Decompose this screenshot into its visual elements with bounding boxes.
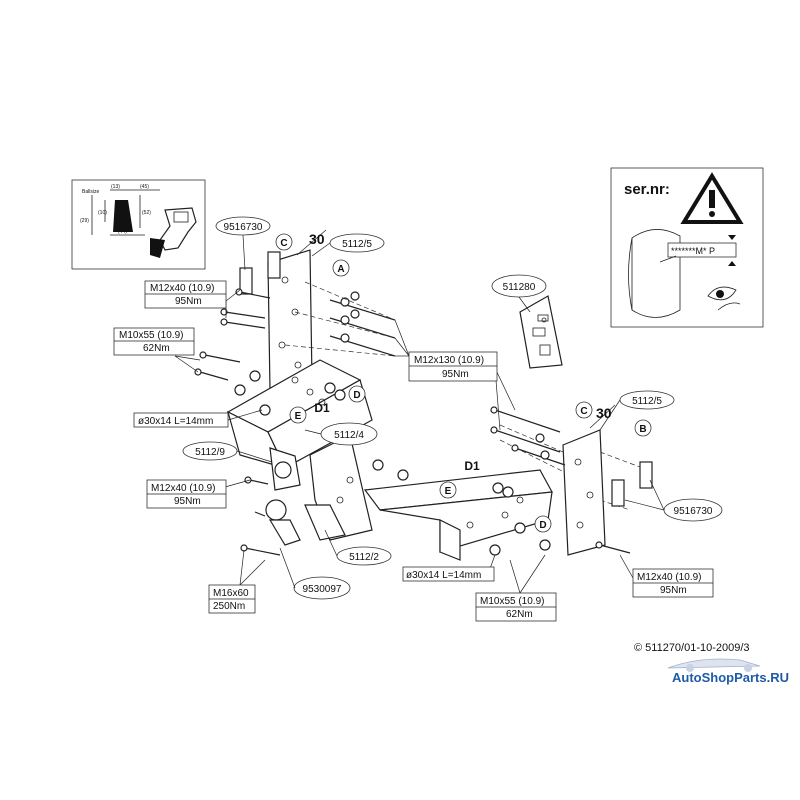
spec-m12x40-right-bolt: M12x40 (10.9)	[637, 572, 701, 583]
spacer-block-right-2	[639, 461, 653, 489]
callout-511280: 511280	[503, 282, 536, 293]
copyright-text: © 511270/01-10-2009/3	[634, 642, 750, 654]
angle-mark-left: 30	[309, 231, 325, 247]
spec-m12x40-left-mid-bolt: M12x40 (10.9)	[151, 483, 215, 494]
callout-9530097: 9530097	[303, 584, 342, 595]
tow-ball	[265, 499, 287, 521]
inset-bracket	[159, 207, 197, 251]
left-side-bracket	[239, 249, 313, 391]
serial-number-panel: ser.nr: *******M* P	[610, 167, 764, 328]
callout-5112-5-left: 5112/5	[342, 239, 372, 250]
alignment-lines	[284, 281, 649, 511]
inset-dim-2: (45)	[140, 184, 149, 190]
callout-5112-2: 5112/2	[349, 552, 379, 563]
spec-m12x130-torque: 95Nm	[442, 369, 469, 380]
marker-c-right: C	[580, 406, 587, 417]
bolts-m12x130-left	[329, 291, 396, 357]
spacer-block-left-2	[267, 251, 281, 279]
spec-m12x40-left-mid-torque: 95Nm	[174, 496, 201, 507]
watermark-text: AutoShopParts.RU	[672, 670, 789, 685]
inset-dim-6: (29)	[80, 218, 89, 224]
angle-mark-right: 30	[596, 405, 612, 421]
right-side-bracket	[562, 429, 653, 556]
main-crossbar	[226, 359, 553, 561]
marker-d-right: D	[539, 520, 546, 531]
tow-ball-mount	[304, 504, 346, 541]
spec-m16x60-bolt: M16x60	[213, 588, 249, 599]
marker-e-right: E	[445, 486, 452, 497]
inset-dim-4: (52)	[142, 210, 151, 216]
arrow-down-icon	[728, 235, 736, 240]
marker-c-left: C	[280, 238, 287, 249]
dimension-inset: Ballsize (13) (45) (10) (52) (44) (29)	[71, 179, 206, 270]
arrow-up-icon	[728, 261, 736, 266]
marker-d1-right: D1	[464, 459, 480, 473]
callout-5112-9: 5112/9	[195, 447, 225, 458]
serial-title: ser.nr:	[624, 181, 670, 198]
angle-line-right	[589, 404, 616, 429]
inset-dim-1: (13)	[111, 184, 120, 190]
spec-m10x55-bottom-bolt: M10x55 (10.9)	[480, 596, 544, 607]
spec-washer-bottom: ø30x14 L=14mm	[406, 570, 481, 581]
spec-washer-left: ø30x14 L=14mm	[138, 416, 213, 427]
callout-9516730-right: 9516730	[674, 506, 713, 517]
callout-5112-5-right: 5112/5	[632, 396, 662, 407]
spacer-block-left-1	[239, 267, 253, 295]
callout-5112-4: 5112/4	[334, 430, 364, 441]
marker-d1-left: D1	[314, 401, 330, 415]
tow-ball-flange	[240, 447, 346, 556]
watermark-logo: AutoShopParts.RU	[667, 658, 789, 685]
spec-m12x40-right-torque: 95Nm	[660, 585, 687, 596]
spec-m10x55-left-torque: 62Nm	[143, 343, 170, 354]
spec-m10x55-left-bolt: M10x55 (10.9)	[119, 330, 183, 341]
spec-m12x40-left-top-torque: 95Nm	[175, 296, 202, 307]
eye-icon	[707, 286, 737, 301]
towball-outline	[631, 229, 681, 318]
bolts-right	[490, 406, 631, 554]
letter-markers: A B C C D D D1 D1 E E 30 30	[275, 231, 652, 533]
serial-plate-text: *******M* P	[671, 246, 715, 256]
spec-m12x40-left-top-bolt: M12x40 (10.9)	[150, 283, 214, 294]
inset-ball-profile	[113, 200, 133, 232]
nuts-and-washers	[234, 370, 551, 556]
inset-dim-5: (44)	[118, 229, 127, 235]
serial-plate	[667, 242, 737, 258]
spacer-block-right-1	[611, 479, 625, 507]
marker-e-left: E	[295, 411, 302, 422]
spec-m16x60-torque: 250Nm	[213, 601, 245, 612]
spec-m10x55-bottom-torque: 62Nm	[506, 609, 533, 620]
angle-line-left	[296, 229, 327, 256]
marker-a: A	[337, 264, 344, 275]
marker-d-left: D	[353, 390, 360, 401]
marker-b: B	[639, 424, 646, 435]
spec-m12x130-bolt: M12x130 (10.9)	[414, 355, 484, 366]
electrical-socket-kit	[519, 295, 563, 369]
callouts: 9516730 5112/5 511280 5112/5 5112/4 5112…	[182, 216, 723, 600]
inset-dim-3: (10)	[98, 210, 107, 216]
leader-lines	[174, 234, 665, 594]
callout-9516730-left: 9516730	[224, 222, 263, 233]
inset-ballsize-label: Ballsize	[82, 189, 99, 195]
spec-labels: M12x40 (10.9) 95Nm M10x55 (10.9) 62Nm ø3…	[113, 280, 714, 622]
